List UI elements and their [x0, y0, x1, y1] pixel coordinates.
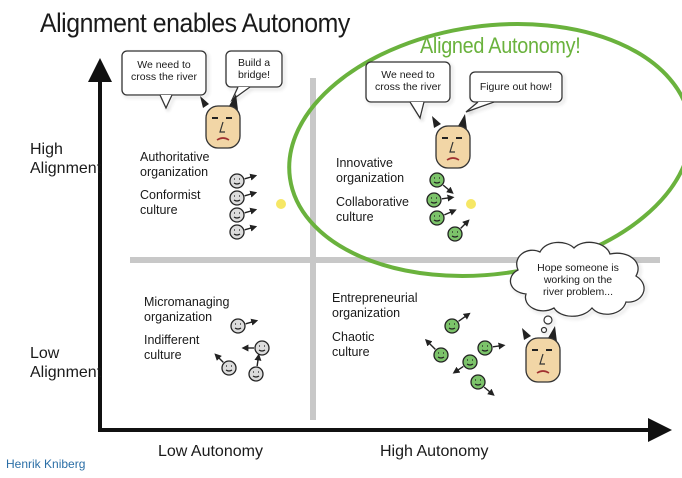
indifferent-person-11: [248, 353, 264, 382]
thought-cloud-text: Hope someone is working on the river pro…: [537, 262, 619, 298]
aligned-autonomy-ellipse: [287, 22, 682, 278]
indifferent-person-8: [230, 318, 259, 334]
collaborative-person-6: [429, 209, 457, 226]
conformist-person-0: [229, 173, 258, 189]
speech-bubble-figure-out: [465, 71, 563, 113]
speech-bubble-build-bridge: [225, 50, 283, 102]
speech-bubble-cross-river-right: [365, 61, 451, 120]
chaotic-person-12: [444, 312, 471, 334]
idea-sparkle-left: [276, 199, 286, 209]
chaotic-person-16: [470, 374, 495, 396]
chaotic-person-15: [452, 354, 478, 374]
collaborative-person-7: [447, 219, 470, 242]
chaotic-person-13: [424, 338, 449, 363]
x-axis-low-label: Low Autonomy: [158, 443, 263, 460]
bubble-text-figure-out: Figure out how!: [479, 81, 553, 93]
x-axis-high-label: High Autonomy: [380, 443, 489, 460]
indifferent-person-10: [214, 353, 237, 376]
conformist-person-1: [229, 190, 258, 206]
leader-face-top-right: [432, 114, 471, 169]
collaborative-person-5: [426, 192, 455, 208]
collaborative-person-4: [429, 172, 454, 194]
conformist-person-3: [229, 224, 258, 240]
speech-bubble-cross-river-left: [121, 50, 207, 110]
indifferent-person-9: [241, 340, 270, 356]
chaotic-person-14: [477, 340, 506, 356]
thought-cloud: [509, 241, 645, 334]
conformist-person-2: [229, 207, 258, 223]
leader-face-bottom-right: [522, 326, 561, 383]
aligned-autonomy-label: Aligned Autonomy!: [420, 33, 581, 58]
page-title: Alignment enables Autonomy: [40, 8, 350, 38]
idea-sparkle-right: [466, 199, 476, 209]
author-credit: Henrik Kniberg: [6, 457, 86, 471]
leader-face-top-left: [200, 94, 241, 149]
